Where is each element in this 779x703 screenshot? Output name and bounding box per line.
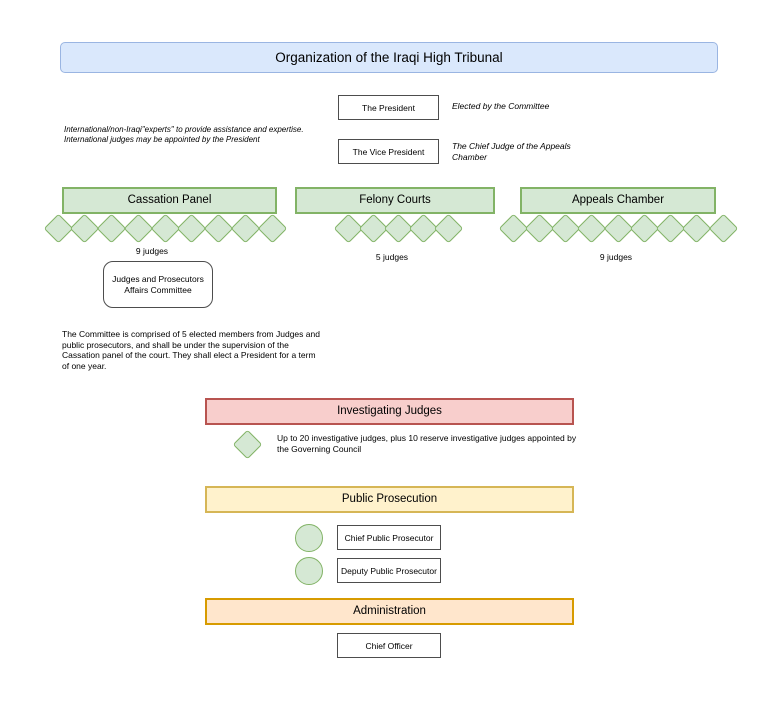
chief-public-prosecutor-box: Chief Public Prosecutor bbox=[337, 525, 441, 550]
judge-diamond-icon bbox=[603, 213, 633, 244]
judge-diamond-icon bbox=[123, 213, 154, 244]
cassation-judge-count-label: 9 judges bbox=[135, 246, 169, 256]
section-investigating-judges: Investigating Judges bbox=[205, 398, 574, 425]
cassation-judges-diamond-row bbox=[43, 213, 287, 244]
page-title: Organization of the Iraqi High Tribunal bbox=[60, 42, 718, 73]
chamber-appeals-chamber: Appeals Chamber bbox=[520, 187, 716, 214]
judge-diamond-icon bbox=[408, 213, 438, 244]
appeals-judge-count-label: 9 judges bbox=[599, 252, 633, 262]
president-box: The President bbox=[338, 95, 439, 120]
judge-diamond-icon bbox=[629, 213, 660, 244]
vice-president-note: The Chief Judge of the Appeals Chamber bbox=[452, 141, 571, 162]
judge-diamond-icon bbox=[681, 213, 712, 244]
judge-diamond-icon bbox=[498, 213, 528, 244]
felony-judges-diamond-row bbox=[333, 213, 463, 244]
judge-diamond-icon bbox=[69, 213, 100, 244]
section-public-prosecution: Public Prosecution bbox=[205, 486, 574, 513]
judge-diamond-icon bbox=[358, 213, 388, 244]
chamber-cassation-panel: Cassation Panel bbox=[62, 187, 277, 214]
appeals-judges-diamond-row bbox=[498, 213, 738, 244]
felony-judge-count-label: 5 judges bbox=[375, 252, 409, 262]
judge-diamond-icon bbox=[96, 213, 127, 244]
judge-diamond-icon bbox=[257, 213, 287, 244]
investigating-judge-diamond-icon bbox=[232, 429, 267, 460]
judge-diamond-icon bbox=[708, 213, 738, 244]
judge-diamond-icon bbox=[433, 213, 463, 244]
judge-diamond-icon bbox=[176, 213, 207, 244]
president-note: Elected by the Committee bbox=[452, 101, 550, 111]
judge-diamond-icon bbox=[383, 213, 413, 244]
chief-officer-box: Chief Officer bbox=[337, 633, 441, 658]
judge-diamond-icon bbox=[230, 213, 261, 244]
deputy-public-prosecutor-box: Deputy Public Prosecutor bbox=[337, 558, 441, 583]
judge-diamond-icon bbox=[203, 213, 234, 244]
prosecutor-circle-icon bbox=[295, 557, 323, 585]
judge-diamond-icon bbox=[232, 429, 263, 460]
judge-diamond-icon bbox=[150, 213, 180, 244]
prosecutor-circle-icon bbox=[295, 524, 323, 552]
judge-diamond-icon bbox=[524, 213, 555, 244]
vice-president-box: The Vice President bbox=[338, 139, 439, 164]
judge-diamond-icon bbox=[550, 213, 581, 244]
judge-diamond-icon bbox=[43, 213, 73, 244]
chamber-felony-courts: Felony Courts bbox=[295, 187, 495, 214]
experts-note: International/non-Iraqi"experts" to prov… bbox=[64, 125, 304, 144]
committee-description: The Committee is comprised of 5 elected … bbox=[62, 329, 320, 371]
judge-diamond-icon bbox=[655, 213, 686, 244]
judge-diamond-icon bbox=[333, 213, 363, 244]
section-administration: Administration bbox=[205, 598, 574, 625]
judge-diamond-icon bbox=[576, 213, 607, 244]
committee-box: Judges and Prosecutors Affairs Committee bbox=[103, 261, 213, 308]
investigating-judges-note: Up to 20 investigative judges, plus 10 r… bbox=[277, 433, 577, 454]
